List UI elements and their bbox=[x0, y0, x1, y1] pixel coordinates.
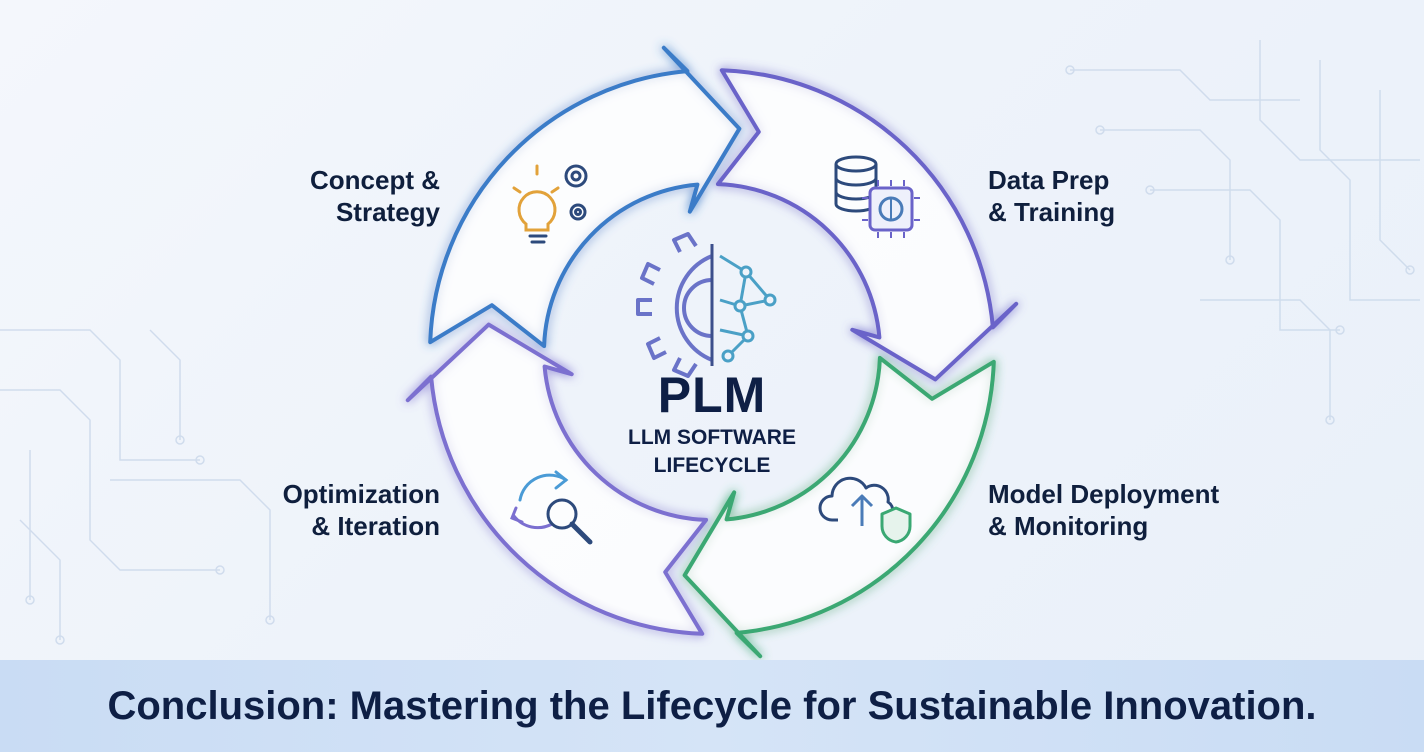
arrow-segment-deployment bbox=[682, 355, 996, 659]
stage-label-line: & Iteration bbox=[311, 511, 440, 541]
arrow-segment-optimization bbox=[405, 322, 709, 636]
stage-label-line: Optimization bbox=[282, 479, 440, 509]
footer-conclusion-text: Conclusion: Mastering the Lifecycle for … bbox=[107, 684, 1317, 728]
cycle-magnifier-icon bbox=[510, 470, 593, 545]
stage-label-line: Concept & bbox=[310, 165, 440, 195]
stage-label-line: & Monitoring bbox=[988, 511, 1149, 541]
stage-label-line: Model Deployment bbox=[988, 479, 1220, 509]
arrow-segment-data-prep bbox=[715, 68, 1019, 382]
stage-label-line: Data Prep bbox=[988, 165, 1110, 195]
stage-label-data-prep-training: Data Prep & Training bbox=[988, 164, 1115, 228]
center-subtitle-line: LIFECYCLE bbox=[653, 454, 771, 477]
gear-neural-network-icon bbox=[636, 232, 777, 378]
stage-label-concept-strategy: Concept & Strategy bbox=[240, 164, 440, 228]
lightbulb-gears-icon bbox=[512, 164, 588, 244]
center-subtitle-line: LLM SOFTWARE bbox=[628, 426, 796, 449]
database-chip-icon bbox=[834, 155, 920, 238]
circuit-background bbox=[0, 40, 1420, 645]
stage-label-optimization-iteration: Optimization & Iteration bbox=[220, 478, 440, 542]
cloud-upload-shield-icon bbox=[818, 476, 912, 544]
stage-label-line: & Training bbox=[988, 197, 1116, 227]
arrow-segment-concept bbox=[428, 45, 742, 349]
center-subtitle: LLM SOFTWARE LIFECYCLE bbox=[600, 424, 824, 480]
stage-label-model-deployment-monitoring: Model Deployment & Monitoring bbox=[988, 478, 1219, 542]
lifecycle-cycle-diagram bbox=[405, 45, 1019, 659]
center-title: PLM bbox=[657, 367, 767, 423]
stage-label-line: Strategy bbox=[335, 197, 440, 227]
footer-band bbox=[0, 660, 1424, 752]
